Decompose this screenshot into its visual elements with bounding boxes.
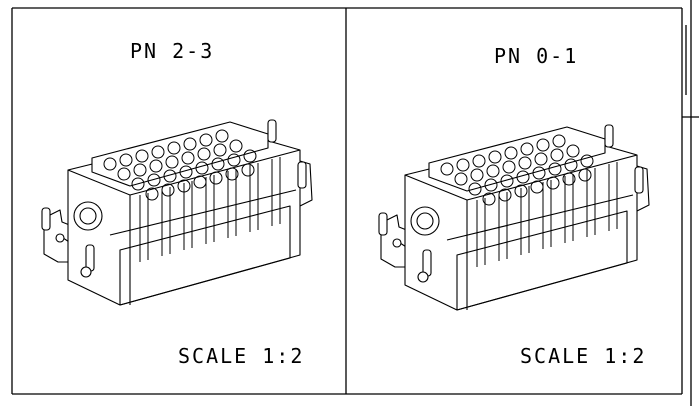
- scale-label: SCALE 1:2: [520, 344, 646, 368]
- connector-insert-drawing: [378, 124, 650, 311]
- scale-label: SCALE 1:2: [178, 344, 304, 368]
- drawing-frame: [11, 0, 699, 406]
- view-title: PN 0-1: [494, 44, 578, 68]
- connector-insert-drawing: [41, 119, 313, 306]
- connector-view-right: PN 0-1 SCALE 1:2: [378, 44, 650, 368]
- connector-view-left: PN 2-3 SCALE 1:2: [41, 39, 313, 368]
- view-title: PN 2-3: [130, 39, 214, 63]
